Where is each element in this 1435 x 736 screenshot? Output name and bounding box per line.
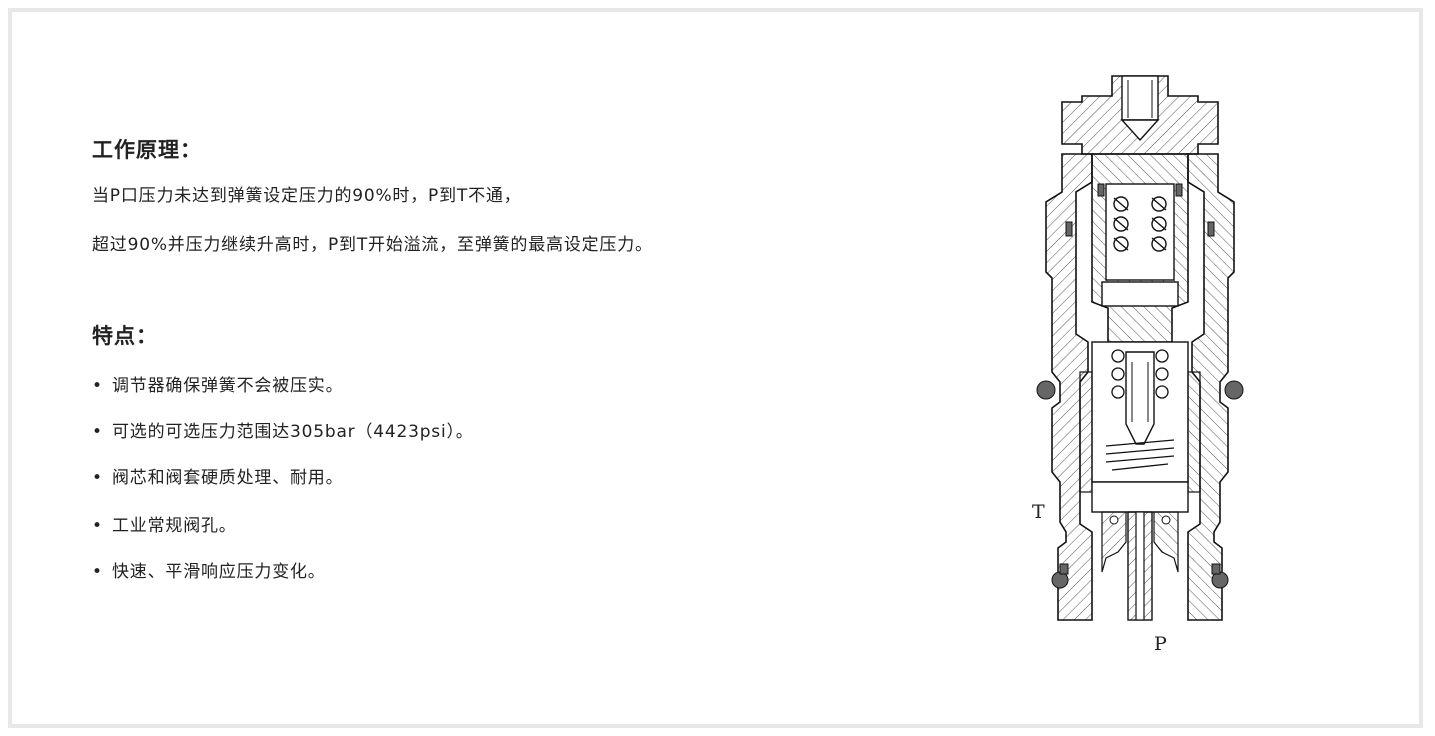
port-p-label: P — [1154, 633, 1167, 655]
feature-text: 快速、平滑响应压力变化。 — [112, 562, 326, 582]
upper-spring — [1113, 196, 1167, 252]
port-t-label: T — [1032, 501, 1045, 523]
feature-text: 工业常规阀孔。 — [112, 516, 237, 536]
content-panel: 工作原理： 当P口压力未达到弹簧设定压力的90%时，P到T不通， 超过90%并压… — [8, 8, 1423, 728]
bullet-icon: • — [92, 468, 103, 488]
valve-cage — [1045, 153, 1235, 621]
adjuster-nut — [1061, 75, 1219, 155]
features-heading: 特点： — [92, 324, 158, 348]
feature-text: 阀芯和阀套硬质处理、耐用。 — [112, 468, 344, 488]
principle-heading: 工作原理： — [92, 138, 202, 162]
principle-line-1: 当P口压力未达到弹簧设定压力的90%时，P到T不通， — [92, 186, 522, 206]
feature-text: 调节器确保弹簧不会被压实。 — [112, 376, 344, 396]
bullet-icon: • — [92, 376, 103, 396]
principle-line-2: 超过90%并压力继续升高时，P到T开始溢流，至弹簧的最高设定压力。 — [92, 235, 653, 255]
feature-item: • 工业常规阀孔。 — [92, 511, 237, 536]
feature-text: 可选的可选压力范围达305bar（4423psi）。 — [112, 422, 474, 442]
bullet-icon: • — [92, 516, 103, 536]
lower-spring — [1105, 349, 1175, 471]
feature-item: • 阀芯和阀套硬质处理、耐用。 — [92, 463, 343, 488]
bullet-icon: • — [92, 422, 103, 442]
spring-housing — [1091, 153, 1189, 343]
seal-rings — [1036, 183, 1244, 589]
feature-item: • 快速、平滑响应压力变化。 — [92, 557, 326, 582]
poppet-seat — [1091, 481, 1189, 621]
piston-chamber — [1079, 341, 1201, 493]
feature-item: • 可选的可选压力范围达305bar（4423psi）。 — [92, 417, 474, 442]
valve-cross-section-diagram: T P — [1032, 75, 1244, 655]
feature-item: • 调节器确保弹簧不会被压实。 — [92, 371, 343, 396]
bullet-icon: • — [92, 562, 103, 582]
